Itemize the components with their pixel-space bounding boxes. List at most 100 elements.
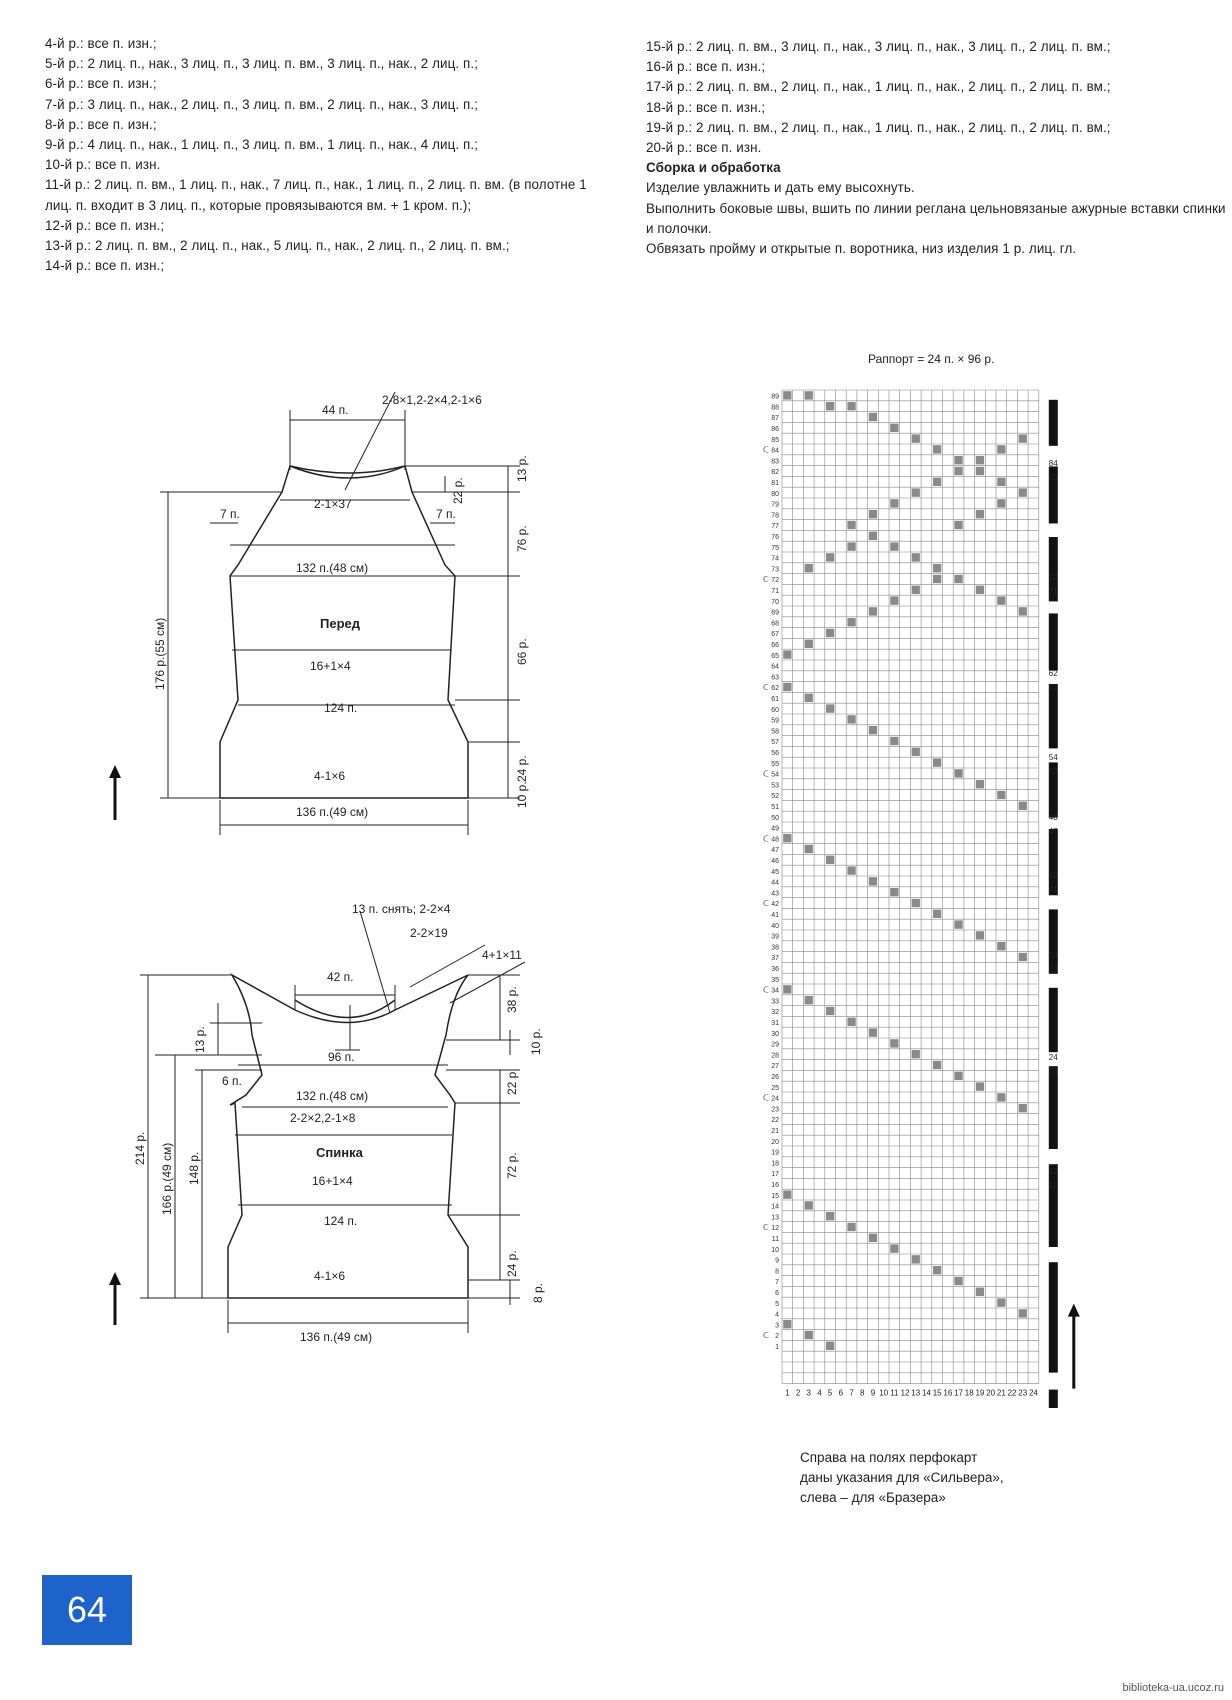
silver-margin-bar	[1048, 537, 1058, 602]
punched-cell	[783, 834, 792, 843]
row-number-label: 13	[771, 1214, 779, 1221]
row-number-label: 81	[771, 480, 779, 487]
direction-arrow-head	[1067, 1303, 1080, 1317]
punched-cell	[804, 1330, 813, 1340]
column-number-label: 6	[839, 1389, 844, 1398]
column-number-label: 16	[943, 1389, 952, 1398]
punched-cell	[997, 790, 1006, 800]
instruction-row: 6-й р.: все п. изн.;	[45, 76, 157, 92]
punched-cell	[847, 618, 856, 627]
front-side-inc: 16+1×4	[310, 659, 351, 673]
back-bottom: 136 п.(49 см)	[300, 1330, 372, 1344]
silver-margin-bar	[1048, 762, 1058, 818]
punched-cell	[783, 985, 792, 994]
punched-cell	[868, 877, 878, 886]
column-number-label: 10	[879, 1389, 888, 1398]
punched-cell	[1018, 488, 1027, 497]
back-h10: 10 р.	[529, 1028, 543, 1055]
row-number-label: 76	[771, 534, 779, 541]
punched-cell	[890, 1244, 899, 1253]
row-number-label: 48	[771, 836, 779, 843]
row-number-label: 53	[771, 782, 779, 789]
punched-cell	[1018, 1309, 1027, 1318]
row-number-label: 73	[771, 566, 779, 573]
punched-cell	[868, 531, 878, 540]
watermark: biblioteka-ua.ucoz.ru	[1122, 1682, 1224, 1694]
punched-cell	[975, 510, 985, 519]
back-armhole: 6 п.	[222, 1074, 242, 1088]
back-raglan-top: 2-2×19	[410, 926, 448, 940]
silver-mark-label: 11	[1049, 1181, 1058, 1190]
row-number-label: 38	[771, 944, 779, 951]
silver-mark-label: 71	[1049, 587, 1058, 596]
front-raglan-label: 2-8×1,2-2×4,2-1×6	[382, 393, 482, 407]
front-armhole-right: 7 п.	[436, 507, 456, 521]
column-number-label: 13	[911, 1389, 920, 1398]
row-number-label: 20	[771, 1139, 779, 1146]
row-number-label: 41	[771, 912, 779, 919]
instruction-row: 8-й р.: все п. изн.;	[45, 116, 157, 132]
row-number-label: 42	[771, 901, 779, 908]
punched-cell	[911, 747, 920, 756]
punched-cell	[997, 1298, 1006, 1307]
punched-cell	[847, 1017, 856, 1026]
punched-cell	[975, 780, 985, 789]
back-h148: 148 р.	[187, 1152, 201, 1185]
punched-cell	[975, 466, 985, 476]
silver-mark-label: 33	[1049, 965, 1058, 974]
column-number-label: 5	[828, 1389, 833, 1398]
row-number-label: 57	[771, 739, 779, 746]
row-number-label: 65	[771, 653, 779, 660]
row-number-label: 59	[771, 718, 779, 725]
front-dec-raglan: 2-1×37	[314, 497, 352, 511]
chart-title: Раппорт = 24 п. × 96 р.	[868, 352, 995, 366]
punched-cell	[826, 855, 835, 864]
row-number-label: 30	[771, 1031, 779, 1038]
assembly-paragraph: Обвязать пройму и открытые п. воротника,…	[646, 241, 1077, 257]
back-title: Спинка	[316, 1145, 364, 1160]
punched-cell	[933, 477, 942, 486]
row-number-label: 19	[771, 1150, 779, 1157]
row-number-label: 89	[771, 394, 779, 401]
front-h66: 66 р.	[515, 638, 529, 665]
row-number-label: 25	[771, 1085, 779, 1092]
silver-margin-bar	[1048, 987, 1058, 1053]
back-neck-cast-off: 13 п. снять; 2-2×4	[352, 902, 451, 916]
back-h24: 24 р.	[505, 1250, 519, 1277]
row-number-label: 24	[771, 1096, 779, 1103]
column-number-label: 24	[1029, 1389, 1038, 1398]
row-number-label: 21	[771, 1128, 779, 1135]
silver-margin-bar	[1048, 1066, 1058, 1149]
column-number-label: 22	[1008, 1389, 1017, 1398]
column-number-label: 21	[997, 1389, 1006, 1398]
column-number-label: 8	[860, 1389, 865, 1398]
row-number-label: 54	[771, 772, 779, 779]
brother-mark: ᑕ	[763, 899, 769, 908]
instruction-row: 5-й р.: 2 лиц. п., нак., 3 лиц. п., 3 ли…	[45, 56, 479, 72]
punched-cell	[911, 1050, 920, 1059]
punched-cell	[783, 650, 792, 659]
punched-cell	[954, 1276, 963, 1286]
row-number-label: 55	[771, 761, 779, 768]
front-armhole-left: 7 п.	[220, 507, 240, 521]
punched-cell	[1018, 434, 1027, 443]
punched-cell	[911, 553, 920, 562]
row-number-label: 85	[771, 437, 779, 444]
row-number-label: 3	[775, 1322, 779, 1329]
row-number-label: 16	[771, 1182, 779, 1189]
column-number-label: 7	[849, 1389, 854, 1398]
front-h22: 22 р.	[451, 477, 465, 504]
instruction-row: 11-й р.: 2 лиц. п. вм., 1 лиц. п., нак.,…	[45, 177, 587, 213]
punched-cell	[847, 520, 856, 530]
instruction-row: 15-й р.: 2 лиц. п. вм., 3 лиц. п., нак.,…	[646, 39, 1111, 54]
row-number-label: 31	[771, 1020, 779, 1027]
page-number: 64	[42, 1575, 132, 1645]
punched-cell	[954, 574, 963, 584]
punched-cell	[954, 456, 963, 465]
row-number-label: 87	[771, 415, 779, 422]
row-number-label: 82	[771, 469, 779, 476]
instruction-row: 16-й р.: все п. изн.;	[646, 59, 766, 75]
punched-cell	[997, 477, 1006, 486]
row-number-label: 1	[775, 1344, 779, 1351]
punched-cell	[783, 1190, 792, 1199]
